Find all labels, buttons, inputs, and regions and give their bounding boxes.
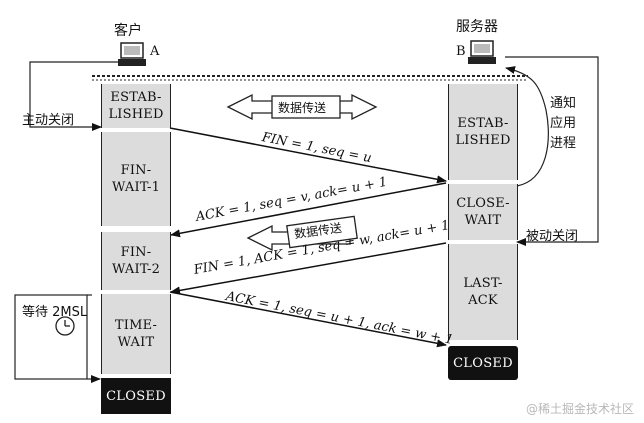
watermark: @稀土掘金技术社区 (525, 402, 634, 416)
client-state-fin-wait-2: FIN- WAIT-2 (101, 232, 171, 290)
client-state-established: ESTAB- LISHED (101, 84, 171, 128)
client-state-time-wait: TIME- WAIT (101, 294, 171, 374)
notify-app-arrow (505, 66, 549, 187)
passive-close-label: 被动关闭 (526, 229, 579, 244)
notify-app-label: 通知应用进程 (549, 96, 576, 151)
computer-icon-client (118, 42, 146, 72)
fin1-arrow (169, 127, 447, 184)
passive-close-bracket (505, 56, 599, 246)
active-close-label: 主动关闭 (22, 113, 75, 128)
wait-2msl-label: 等待 2MSL (22, 305, 88, 320)
server-state-last-ack: LAST- ACK (448, 244, 518, 340)
client-state-closed: CLOSED (101, 378, 171, 414)
data-transfer-mid-arrow (246, 215, 358, 252)
active-close-bracket (29, 61, 118, 131)
computer-icon-server (468, 40, 496, 70)
data-transfer-top-arrow (226, 93, 378, 121)
wait-2msl-box (14, 294, 88, 380)
data-transfer-top-label: 数据传送 (278, 101, 327, 115)
server-state-established: ESTAB- LISHED (448, 84, 518, 180)
ack2-arrow (169, 291, 447, 348)
server-state-close-wait: CLOSE- WAIT (448, 184, 518, 240)
client-state-fin-wait-1: FIN- WAIT-1 (101, 132, 171, 226)
ack1-arrow (170, 182, 447, 238)
server-label: 服务器 (456, 19, 498, 35)
server-state-closed: CLOSED (448, 346, 518, 380)
fin2-arrow (170, 242, 447, 295)
client-host-id: A (150, 44, 160, 59)
clock-icon (55, 316, 75, 336)
server-host-id: B (456, 44, 466, 59)
client-label: 客户 (114, 23, 142, 39)
